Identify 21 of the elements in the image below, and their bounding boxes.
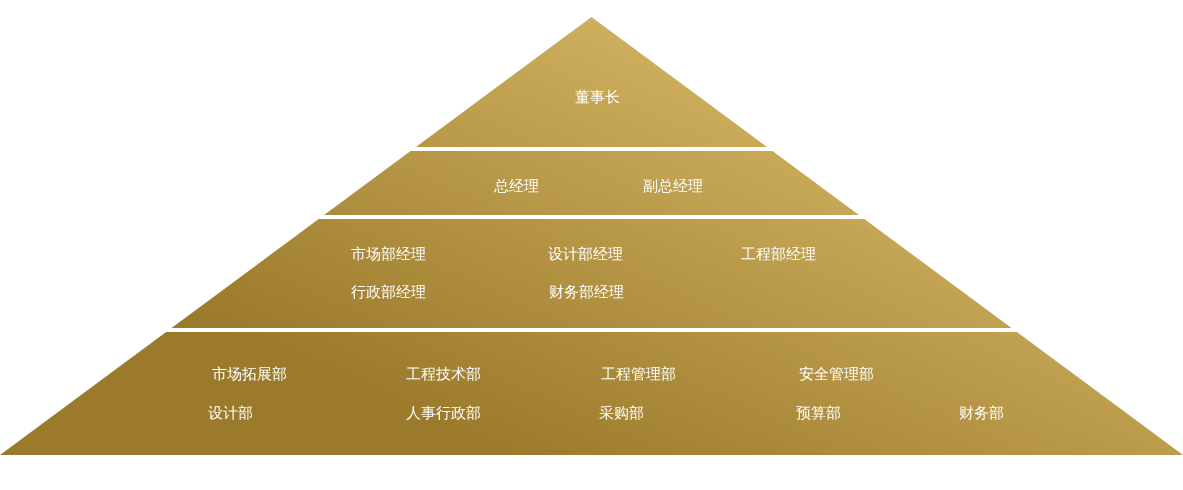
tier-label: 市场部经理 [350, 245, 426, 263]
tier-label: 董事长 [574, 88, 620, 106]
tier-label: 设计部 [207, 404, 253, 422]
tier-label: 工程管理部 [600, 365, 676, 383]
tier-label: 行政部经理 [350, 283, 426, 301]
tier-label: 人事行政部 [405, 404, 481, 422]
tier-label: 采购部 [598, 404, 644, 422]
tier-label: 市场拓展部 [211, 365, 287, 383]
tier-label: 工程部经理 [740, 245, 816, 263]
pyramid-tier [171, 219, 1012, 328]
tier-label: 预算部 [795, 404, 841, 422]
tier-label: 总经理 [493, 177, 539, 195]
tier-label: 财务部 [958, 404, 1004, 422]
pyramid-tier [415, 17, 768, 147]
pyramid-tier [0, 332, 1183, 455]
tier-label: 财务部经理 [548, 283, 624, 301]
pyramid-tier [324, 151, 859, 215]
tier-label: 安全管理部 [798, 365, 874, 383]
tier-label: 设计部经理 [547, 245, 623, 263]
tier-label: 工程技术部 [405, 365, 481, 383]
tier-label: 副总经理 [643, 177, 703, 195]
